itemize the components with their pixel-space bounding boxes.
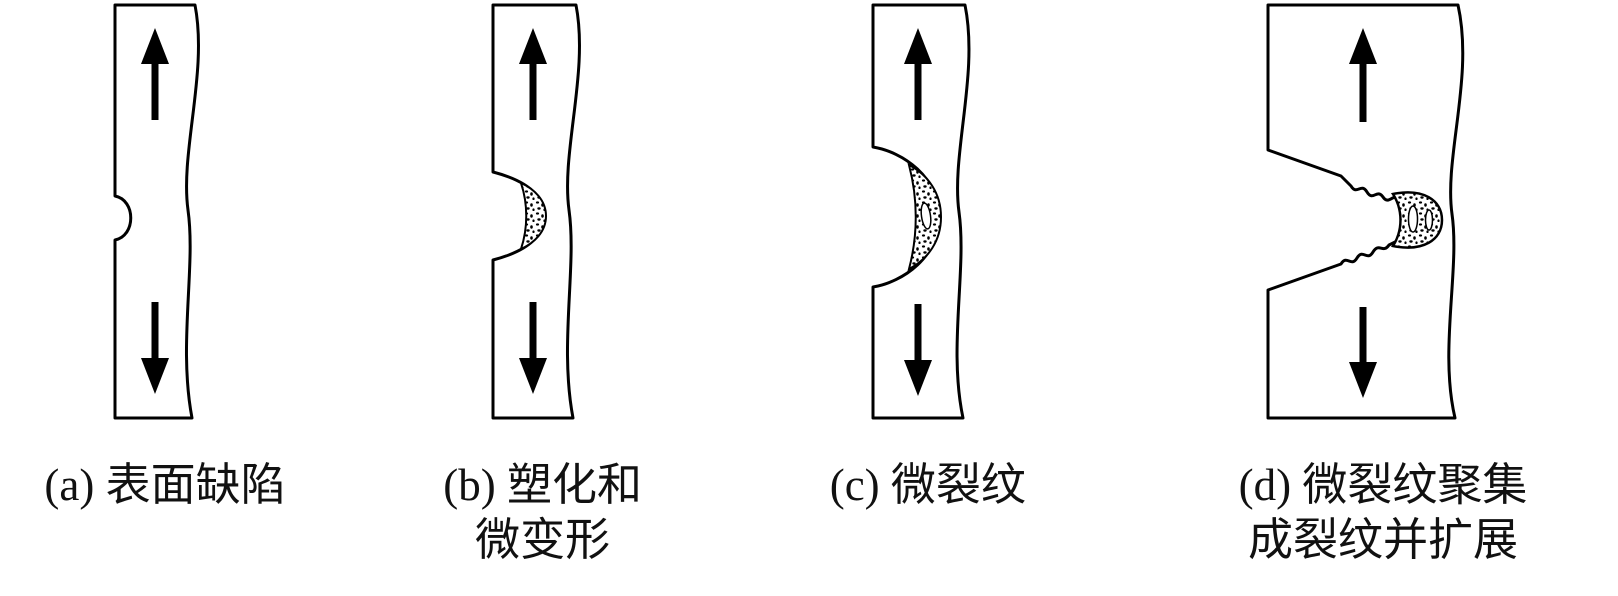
plastic-zone-stipple — [518, 181, 547, 251]
panel-b-caption: (b) 塑化和 微变形 — [443, 458, 642, 568]
panel-c: (c) 微裂纹 — [755, 2, 1100, 513]
caption-line-2: 微变形 — [475, 514, 611, 565]
caption-line-2: 成裂纹并扩展 — [1247, 514, 1518, 565]
tension-arrow-down — [518, 302, 547, 394]
caption-line-1: (d) 微裂纹聚集 — [1238, 460, 1528, 510]
specimen-c-figure — [871, 3, 971, 420]
panel-a-caption: (a) 表面缺陷 — [44, 458, 285, 513]
tension-arrow-up — [903, 28, 932, 120]
panel-d: (d) 微裂纹聚集 成裂纹并扩展 — [1148, 2, 1618, 568]
caption-line-1: (c) 微裂纹 — [829, 460, 1026, 510]
tension-arrow-up — [518, 28, 547, 120]
panel-c-caption: (c) 微裂纹 — [830, 458, 1026, 513]
specimen-outline — [113, 3, 200, 420]
panel-d-caption: (d) 微裂纹聚集 成裂纹并扩展 — [1239, 458, 1528, 568]
specimen-d-figure — [1266, 3, 1465, 420]
caption-line-1: (b) 塑化和 — [443, 460, 643, 510]
specimen-outline — [1266, 3, 1465, 420]
tension-arrow-down — [903, 304, 932, 396]
specimen-a-figure — [113, 3, 200, 420]
micro-void — [920, 202, 932, 230]
panel-a: (a) 表面缺陷 — [0, 2, 330, 513]
micro-void — [1424, 209, 1434, 231]
specimen-b-figure — [491, 3, 581, 420]
panel-b: (b) 塑化和 微变形 — [378, 2, 708, 568]
micro-void — [1407, 205, 1419, 233]
tension-arrow-up — [141, 28, 169, 120]
panels-row: (a) 表面缺陷 (b) 塑化和 微变形 — [0, 2, 1618, 568]
tension-arrow-down — [141, 302, 169, 394]
tension-arrow-down — [1348, 307, 1377, 398]
caption-line-1: (a) 表面缺陷 — [44, 460, 286, 510]
tension-arrow-up — [1348, 28, 1377, 122]
